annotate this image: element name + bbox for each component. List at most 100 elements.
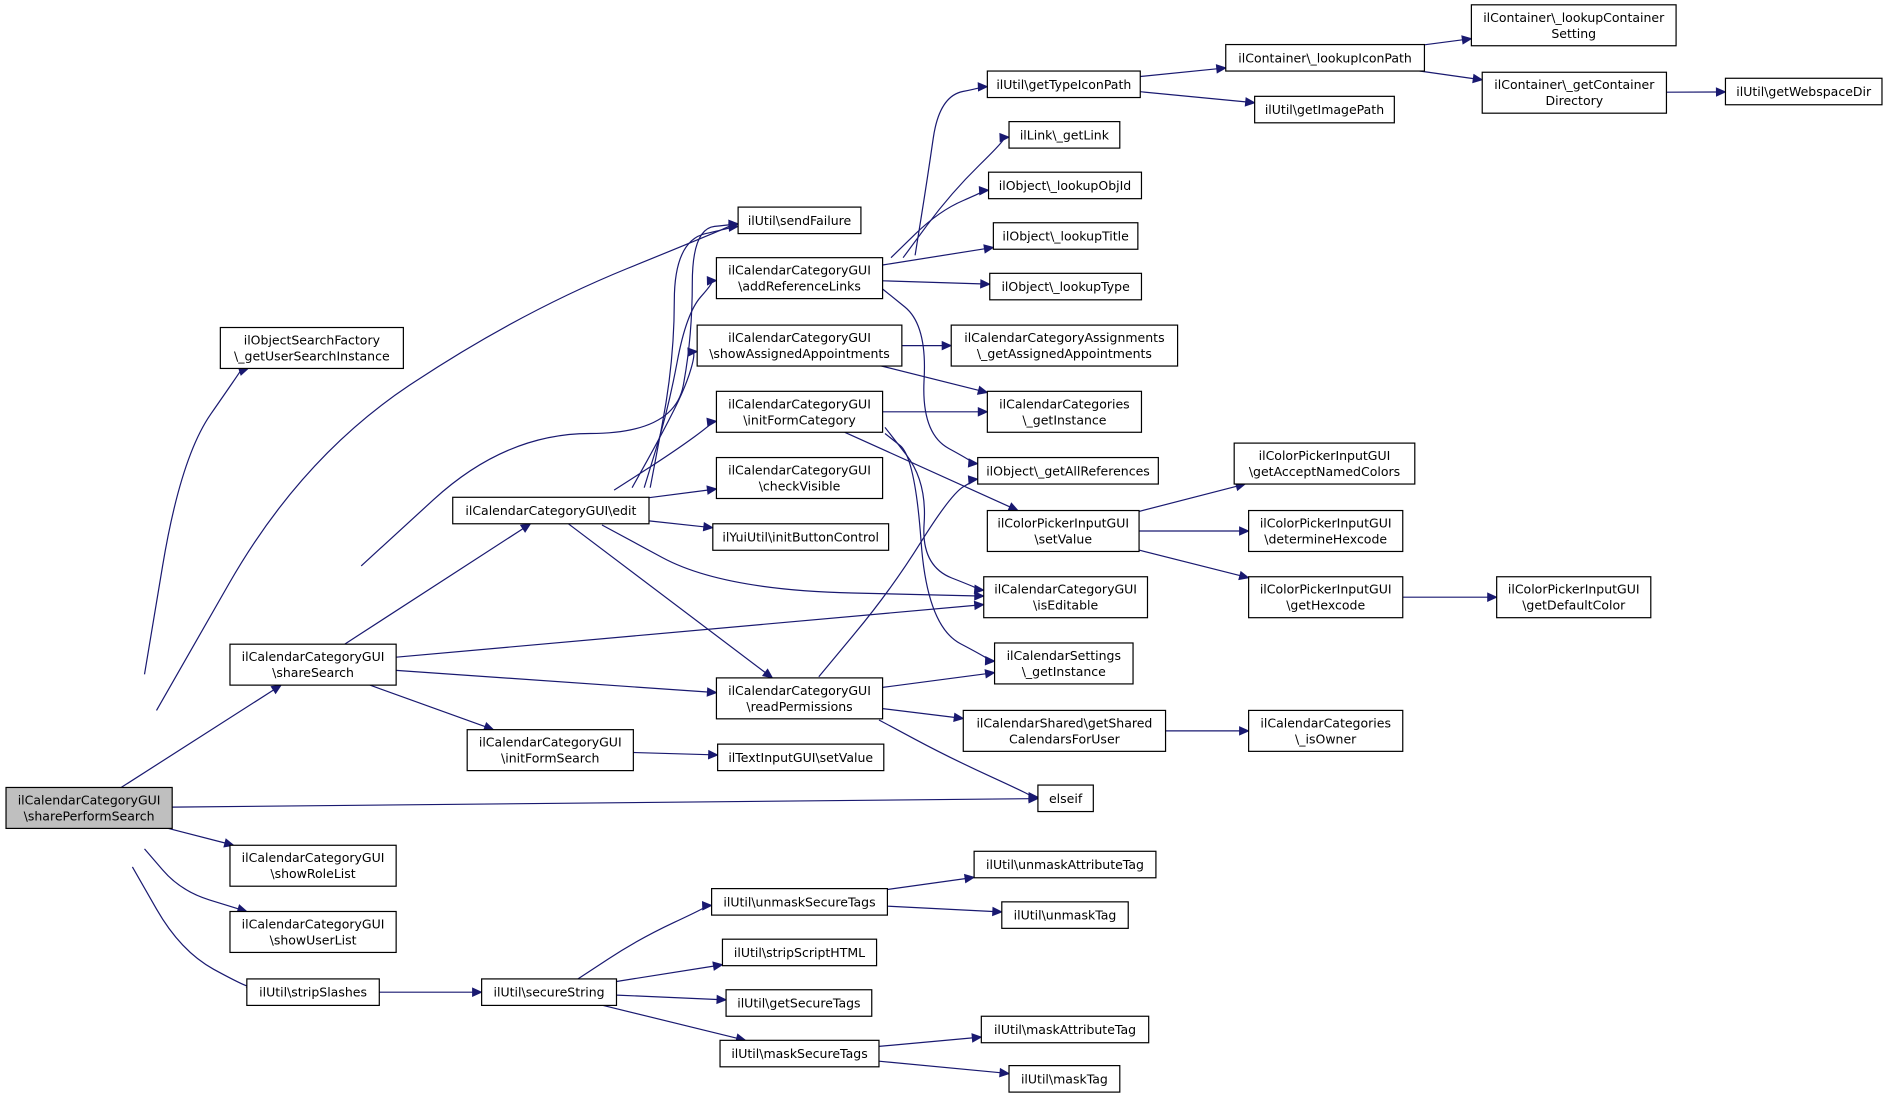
node-label-line: ilCalendarCategoryAssignments xyxy=(964,330,1164,345)
node-maskSecureTags[interactable]: ilUtil\maskSecureTags xyxy=(719,1039,880,1068)
node-stripScriptHTML[interactable]: ilUtil\stripScriptHTML xyxy=(721,938,878,967)
edge-colorSetValue-to-determineHexcode xyxy=(1139,526,1250,536)
node-box xyxy=(980,1015,1150,1044)
edge-readPermissions-to-settingsGetInstance xyxy=(882,669,996,688)
node-label-line: ilCalendarCategories xyxy=(1260,715,1391,730)
node-edit[interactable]: ilCalendarCategoryGUI\edit xyxy=(452,496,650,525)
node-label-line: ilColorPickerInputGUI xyxy=(1260,582,1392,597)
edge-addReferenceLinks-to-lookupObjId xyxy=(890,185,990,259)
edge-line xyxy=(568,523,766,673)
edge-arrowhead xyxy=(1472,73,1484,84)
node-label-line: \showUserList xyxy=(270,932,357,947)
node-getAcceptNamedColors[interactable]: ilColorPickerInputGUI\getAcceptNamedColo… xyxy=(1233,442,1416,485)
node-label-line: Directory xyxy=(1546,93,1604,108)
edge-shareSearch-to-readPermissions xyxy=(396,669,718,697)
node-label-line: CalendarsForUser xyxy=(1009,731,1121,746)
node-initFormSearch[interactable]: ilCalendarCategoryGUI\initFormSearch xyxy=(466,729,634,772)
node-getWebspaceDir[interactable]: ilUtil\getWebspaceDir xyxy=(1724,77,1883,106)
node-label-line: \_getInstance xyxy=(1022,412,1106,427)
edge-line xyxy=(155,223,734,711)
node-textSetValue[interactable]: ilTextInputGUI\setValue xyxy=(717,743,885,772)
node-settingsGetInstance[interactable]: ilCalendarSettings\_getInstance xyxy=(993,642,1134,685)
node-label-line: ilColorPickerInputGUI xyxy=(1508,582,1640,597)
node-box xyxy=(986,70,1141,99)
node-getSecureTags[interactable]: ilUtil\getSecureTags xyxy=(725,989,873,1017)
node-initFormCategory[interactable]: ilCalendarCategoryGUI\initFormCategory xyxy=(715,390,884,433)
node-label-line: \determineHexcode xyxy=(1264,532,1387,547)
node-unmaskSecureTags[interactable]: ilUtil\unmaskSecureTags xyxy=(711,888,889,916)
node-shareSearch[interactable]: ilCalendarCategoryGUI\shareSearch xyxy=(229,643,397,686)
node-unmaskTag[interactable]: ilUtil\unmaskTag xyxy=(1001,901,1129,929)
node-label-line: \getHexcode xyxy=(1286,598,1365,613)
node-getDefaultColor[interactable]: ilColorPickerInputGUI\getDefaultColor xyxy=(1496,576,1652,619)
node-box xyxy=(1008,121,1121,149)
edge-secureString-to-getSecureTags xyxy=(616,994,728,1005)
node-label-line: ilUtil\stripScriptHTML xyxy=(734,945,865,960)
node-label-line: ilContainer\_lookupContainer xyxy=(1483,10,1665,25)
node-box xyxy=(1225,43,1426,72)
edge-line xyxy=(882,248,985,266)
edge-stripSlashes-to-secureString xyxy=(379,987,483,997)
edge-secureString-to-maskSecureTags xyxy=(602,1004,747,1043)
edge-line xyxy=(882,708,955,718)
node-stripSlashes[interactable]: ilUtil\stripSlashes xyxy=(246,978,380,1007)
edge-arrowhead xyxy=(519,523,532,533)
node-lookupObjId[interactable]: ilObject\_lookupObjId xyxy=(987,171,1143,200)
node-box xyxy=(977,456,1159,485)
node-label-line: \_getInstance xyxy=(1022,664,1106,679)
node-maskTag[interactable]: ilUtil\maskTag xyxy=(1008,1065,1121,1093)
node-categoriesGetInstance[interactable]: ilCalendarCategories\_getInstance xyxy=(986,390,1143,433)
node-box xyxy=(986,390,1143,433)
node-readPermissions[interactable]: ilCalendarCategoryGUI\readPermissions xyxy=(715,677,884,720)
node-isEditable[interactable]: ilCalendarCategoryGUI\isEditable xyxy=(983,576,1149,619)
edge-arrowhead xyxy=(1244,97,1256,107)
node-root[interactable]: ilCalendarCategoryGUI\sharePerformSearch xyxy=(5,786,173,830)
edge-root-to-shareSearch xyxy=(120,684,283,789)
node-checkVisible[interactable]: ilCalendarCategoryGUI\checkVisible xyxy=(715,456,884,500)
node-isOwner[interactable]: ilCalendarCategories\_isOwner xyxy=(1248,709,1404,752)
edge-readPermissions-to-elseif xyxy=(878,719,1040,802)
node-getUserSearchInstance[interactable]: ilObjectSearchFactory\_getUserSearchInst… xyxy=(219,326,404,370)
node-box xyxy=(1248,576,1404,619)
node-box xyxy=(1248,709,1404,752)
edge-line xyxy=(143,370,241,675)
node-getAssignedAppointments[interactable]: ilCalendarCategoryAssignments\_getAssign… xyxy=(950,324,1179,367)
node-box xyxy=(950,324,1179,367)
node-determineHexcode[interactable]: ilColorPickerInputGUI\determineHexcode xyxy=(1248,509,1404,553)
node-addReferenceLinks[interactable]: ilCalendarCategoryGUI\addReferenceLinks xyxy=(715,257,884,300)
node-label-line: ilContainer\_lookupIconPath xyxy=(1238,50,1412,65)
edge-line xyxy=(120,689,274,789)
node-maskAttributeTag[interactable]: ilUtil\maskAttributeTag xyxy=(980,1015,1150,1044)
node-label-line: \showRoleList xyxy=(270,866,355,881)
node-getAllReferences[interactable]: ilObject\_getAllReferences xyxy=(977,456,1159,485)
node-box xyxy=(1496,576,1652,619)
node-getHexcode[interactable]: ilColorPickerInputGUI\getHexcode xyxy=(1248,576,1404,619)
node-label-line: \sharePerformSearch xyxy=(24,808,155,823)
node-lookupTitle[interactable]: ilObject\_lookupTitle xyxy=(992,222,1139,250)
node-lookupIconPath[interactable]: ilContainer\_lookupIconPath xyxy=(1225,43,1426,72)
node-getTypeIconPath[interactable]: ilUtil\getTypeIconPath xyxy=(986,70,1141,99)
edge-edit-to-initButtonControl xyxy=(648,520,715,532)
node-unmaskAttributeTag[interactable]: ilUtil\unmaskAttributeTag xyxy=(973,850,1157,879)
node-lookupType[interactable]: ilObject\_lookupType xyxy=(989,272,1143,301)
node-showAssignedAppointments[interactable]: ilCalendarCategoryGUI\showAssignedAppoin… xyxy=(696,324,903,367)
node-label-line: \showAssignedAppointments xyxy=(709,346,890,361)
node-showRoleList[interactable]: ilCalendarCategoryGUI\showRoleList xyxy=(229,844,397,887)
node-getLink[interactable]: ilLink\_getLink xyxy=(1008,121,1121,149)
node-getSharedCalendarsForUser[interactable]: ilCalendarShared\getSharedCalendarsForUs… xyxy=(962,709,1167,752)
node-secureString[interactable]: ilUtil\secureString xyxy=(481,978,618,1007)
node-getImagePath[interactable]: ilUtil\getImagePath xyxy=(1254,95,1395,124)
node-box xyxy=(481,978,618,1007)
node-elseif[interactable]: elseif xyxy=(1037,784,1094,813)
node-initButtonControl[interactable]: ilYuiUtil\initButtonControl xyxy=(712,523,890,551)
node-box xyxy=(986,509,1140,553)
edge-line xyxy=(887,905,993,913)
node-colorSetValue[interactable]: ilColorPickerInputGUI\setValue xyxy=(986,509,1140,553)
node-showUserList[interactable]: ilCalendarCategoryGUI\showUserList xyxy=(229,910,397,954)
edge-line xyxy=(616,994,718,1001)
node-sendFailure[interactable]: ilUtil\sendFailure xyxy=(737,206,862,235)
node-box xyxy=(715,257,884,300)
